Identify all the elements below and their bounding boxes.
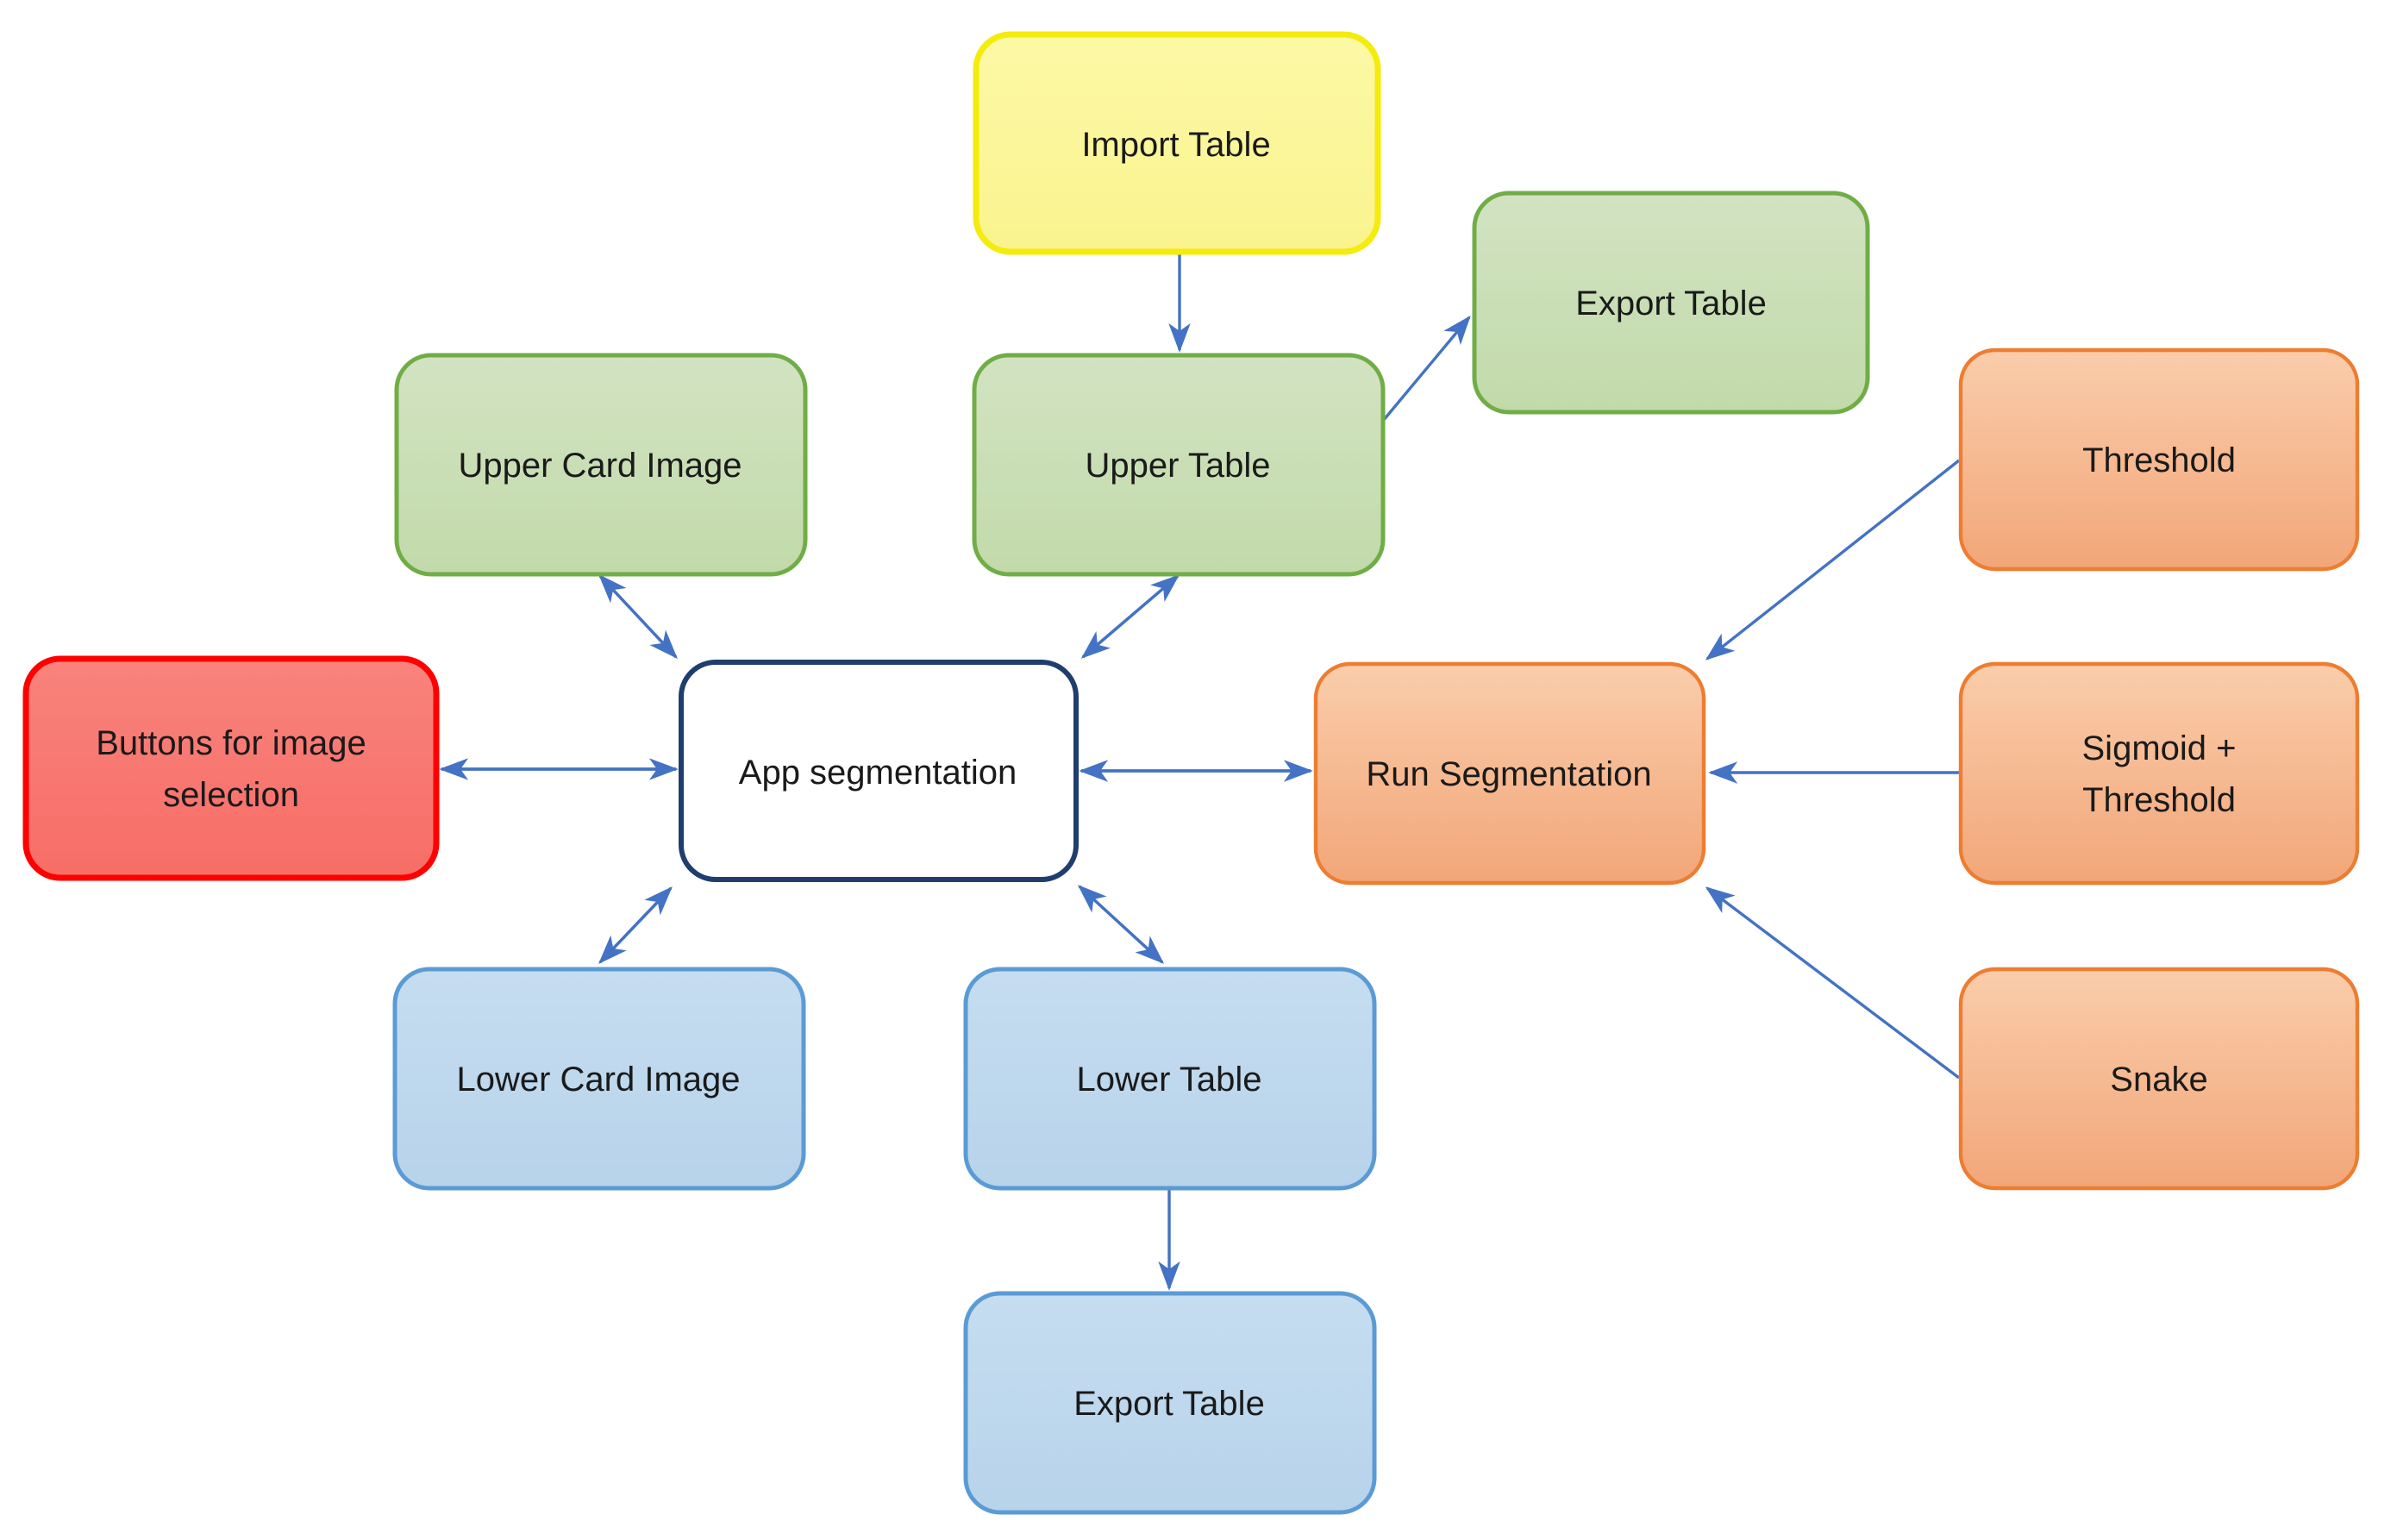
upper-card-image-box <box>394 353 808 577</box>
buttons-for-image-selection-label-line1: Buttons for image <box>96 724 366 762</box>
threshold-label: Threshold <box>2082 441 2236 479</box>
app-segmentation-label: App segmentation <box>739 754 1017 792</box>
run-segmentation-box <box>1313 661 1706 886</box>
node-upper-table: Upper Table <box>972 353 1386 577</box>
app-segmentation-box <box>679 660 1079 882</box>
node-import-table: Import Table <box>973 31 1381 255</box>
snake-label: Snake <box>2110 1061 2207 1099</box>
node-sigmoid-threshold: Sigmoid + Threshold <box>1958 661 2360 886</box>
import-table-label: Import Table <box>1081 126 1270 164</box>
lower-card-image-label: Lower Card Image <box>456 1061 740 1099</box>
node-run-segmentation: Run Segmentation <box>1313 661 1706 886</box>
node-threshold: Threshold <box>1958 347 2360 572</box>
node-export-table-top: Export Table <box>1472 191 1870 415</box>
edge-app-segmentation-lower-card-image <box>598 886 673 965</box>
upper-card-image-label: Upper Card Image <box>458 447 742 485</box>
node-lower-card-image: Lower Card Image <box>392 967 806 1191</box>
edge-app-segmentation-lower-table <box>1077 885 1165 964</box>
sigmoid-threshold-label-line2: Threshold <box>2082 781 2236 819</box>
node-app-segmentation: App segmentation <box>679 660 1079 882</box>
edge-upper-table-to-export-table-top <box>1381 315 1471 423</box>
lower-table-box <box>963 967 1377 1191</box>
node-export-table-bottom: Export Table <box>963 1291 1377 1515</box>
upper-table-label: Upper Table <box>1086 447 1271 485</box>
snake-box <box>1958 967 2360 1191</box>
sigmoid-threshold-label-line1: Sigmoid + <box>2082 729 2237 767</box>
lower-card-image-box <box>392 967 806 1191</box>
upper-table-box <box>972 353 1386 577</box>
lower-table-label: Lower Table <box>1077 1061 1262 1099</box>
export-table-top-label: Export Table <box>1575 285 1767 322</box>
export-table-top-box <box>1472 191 1870 415</box>
edge-upper-card-image-app-segmentation <box>598 573 678 660</box>
buttons-for-image-selection-label-line2: selection <box>163 776 299 814</box>
threshold-box <box>1958 347 2360 572</box>
node-lower-table: Lower Table <box>963 967 1377 1191</box>
edge-snake-to-run-segmentation <box>1705 886 1961 1080</box>
buttons-for-image-selection-box <box>22 655 440 881</box>
import-table-box <box>973 31 1381 255</box>
edge-upper-table-app-segmentation <box>1080 574 1180 659</box>
export-table-bottom-box <box>963 1291 1377 1515</box>
node-upper-card-image: Upper Card Image <box>394 353 808 577</box>
run-segmentation-label: Run Segmentation <box>1366 755 1651 793</box>
node-snake: Snake <box>1958 967 2360 1191</box>
edge-threshold-to-run-segmentation <box>1705 459 1961 660</box>
export-table-bottom-label: Export Table <box>1073 1385 1265 1423</box>
sigmoid-threshold-box <box>1958 661 2360 886</box>
node-buttons-for-image-selection: Buttons for image selection <box>22 655 440 881</box>
